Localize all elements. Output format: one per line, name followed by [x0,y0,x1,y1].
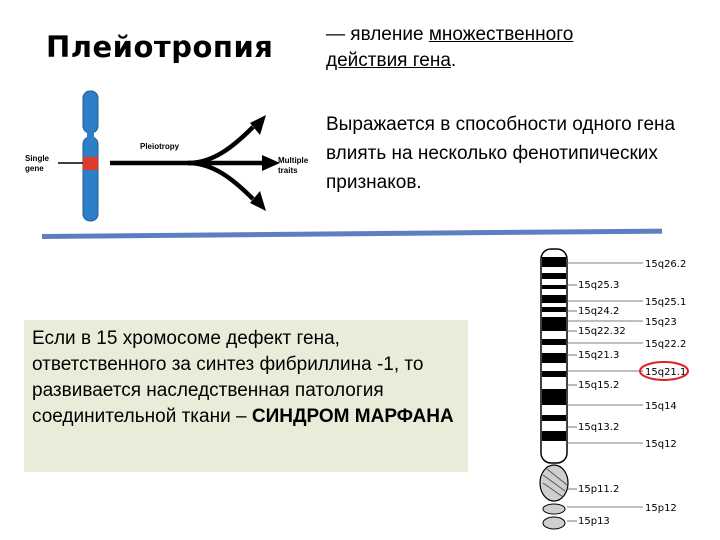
pleiotropy-diagram: Single gene Pleiotropy Multiple traits [25,90,309,222]
chromosome-15-body [539,248,569,530]
multiple-traits-label-1: Multiple [278,156,309,165]
highlight-circle [639,361,689,381]
arrow-up [110,125,255,166]
band-label-15p13: 15p13 [578,516,610,527]
band-label-15p11-2: 15p11.2 [578,484,619,495]
band-label-15q13-2: 15q13.2 [578,422,619,433]
arrowhead-down-icon [250,191,266,211]
band-ticks [567,262,643,522]
definition-suffix: . [450,50,457,71]
band-label-15q22-32: 15q22.32 [578,326,626,337]
trait-arrows [110,125,266,201]
chromosome-icon [82,90,99,222]
band-label-15q25-3: 15q25.3 [578,280,619,291]
gene-marker [83,157,98,170]
single-gene-label-2: gene [25,164,44,173]
band-label-15q25-1: 15q25.1 [645,297,686,308]
band-label-15q15-2: 15q15.2 [578,380,619,391]
band-label-15q22-2: 15q22.2 [645,339,686,350]
band-label-15q14: 15q14 [645,401,677,412]
syndrome-box: Если в 15 хромосоме дефект гена, ответст… [24,320,468,472]
syndrome-description: Если в 15 хромосоме дефект гена, ответст… [32,328,424,427]
syndrome-text: Если в 15 хромосоме дефект гена, ответст… [32,326,460,430]
chromosome-15-ideogram: 15q26.2 15q25.1 15q23 15q22.2 15q21.1 15… [539,248,689,530]
pleiotropy-label: Pleiotropy [140,142,180,151]
definition-underlined-1: множественного [428,24,574,45]
divider-line [41,228,662,239]
definition-underlined-2: действия гена [326,50,451,71]
single-gene-label-1: Single [25,154,50,163]
expression-text: Выражается в способности одного гена вли… [326,114,676,193]
band-label-15p12: 15p12 [645,503,677,514]
arrowhead-up-icon [250,115,266,135]
band-label-15q26-2: 15q26.2 [645,259,686,270]
syndrome-name: СИНДРОМ МАРФАНА [251,406,454,427]
band-label-15q24-2: 15q24.2 [578,306,619,317]
band-label-15q21-3: 15q21.3 [578,350,619,361]
band-label-15q23: 15q23 [645,317,677,328]
definition-prefix: — явление [326,24,429,45]
multiple-traits-label-2: traits [278,166,298,175]
band-label-15q12: 15q12 [645,439,677,450]
arrowhead-middle-icon [262,155,280,171]
arrow-down [187,160,255,201]
slide-title: Плейотропия [46,30,274,64]
band-label-15q21-1: 15q21.1 [645,367,686,378]
definition-text: — явление множественного действия гена. [326,22,706,74]
